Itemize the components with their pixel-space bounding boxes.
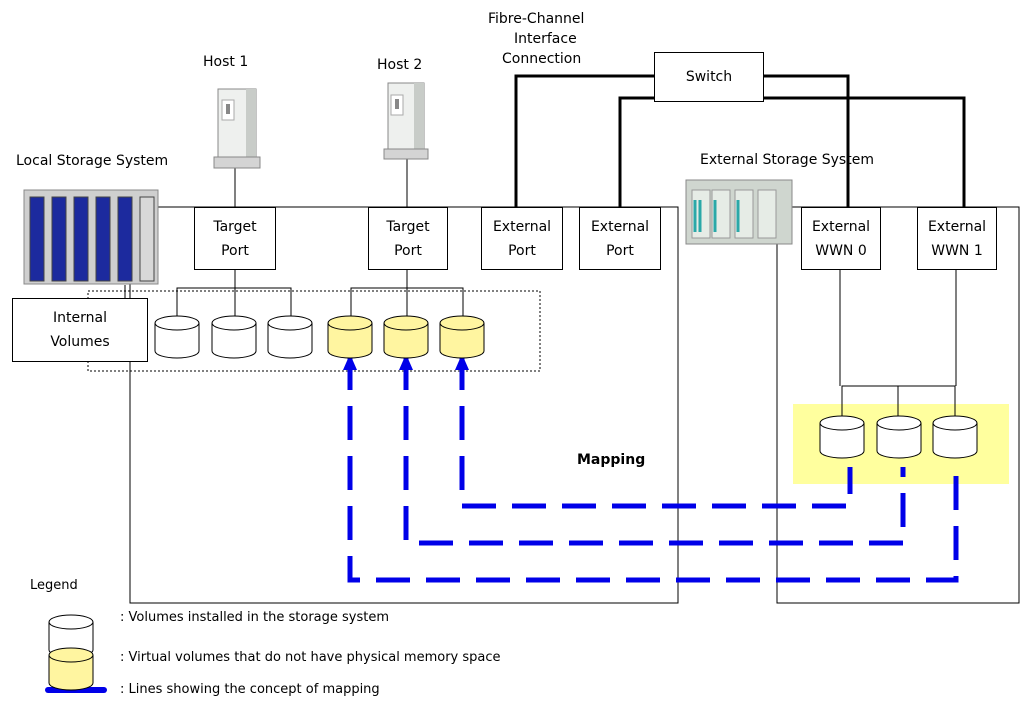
internal-volume-1 — [154, 315, 200, 359]
fibre-channel-label-1: Fibre-Channel — [488, 11, 585, 27]
external-storage-icon — [685, 179, 793, 245]
host2-server-icon — [383, 82, 429, 160]
internal-volumes-line2: Volumes — [50, 334, 110, 350]
switch-box: Switch — [654, 52, 764, 102]
host1-server-icon — [213, 88, 261, 169]
host2-label: Host 2 — [377, 57, 423, 73]
virtual-volume-2 — [383, 315, 429, 359]
external-volume-3 — [932, 415, 978, 459]
host1-label: Host 1 — [203, 54, 249, 70]
port-line2: WWN 0 — [815, 242, 867, 259]
legend-item-virtual-volumes: : Virtual volumes that do not have physi… — [120, 650, 501, 665]
port-line2: Port — [508, 242, 536, 259]
external-volume-1 — [819, 415, 865, 459]
mapping-arrow-1 — [343, 354, 357, 370]
port-line1: External — [590, 218, 650, 235]
port-line2: Port — [606, 242, 634, 259]
port-line2: Port — [221, 242, 249, 259]
port-line2: Port — [394, 242, 422, 259]
port-line1: External — [927, 218, 987, 235]
port-line1: External — [811, 218, 871, 235]
internal-volume-2 — [211, 315, 257, 359]
port-line2: WWN 1 — [931, 242, 983, 259]
legend-title: Legend — [30, 578, 78, 593]
legend-item-volumes: : Volumes installed in the storage syste… — [120, 610, 390, 625]
fibre-channel-links — [514, 74, 966, 207]
port-line1: Target — [386, 218, 430, 235]
target-port-fanout — [176, 270, 464, 318]
virtual-volume-3 — [439, 315, 485, 359]
legend-virtual-volume-icon — [48, 647, 94, 691]
fibre-channel-label-2: Interface — [514, 31, 577, 47]
internal-volume-3 — [267, 315, 313, 359]
external-storage-label: External Storage System — [700, 152, 874, 168]
external-port-2: External Port — [579, 207, 661, 270]
mapping-arrow-3 — [455, 354, 469, 370]
external-wwn-0: External WWN 0 — [801, 207, 881, 270]
mapping-arrow-2 — [399, 354, 413, 370]
internal-volumes-box: Internal Volumes — [12, 298, 148, 362]
port-line1: External — [492, 218, 552, 235]
internal-volumes-line1: Internal — [53, 310, 107, 326]
mapping-label: Mapping — [577, 452, 646, 468]
local-storage-icon — [23, 189, 159, 285]
port-line1: Target — [213, 218, 257, 235]
external-storage-frame — [776, 206, 1020, 604]
mapping-lines — [347, 356, 959, 583]
wwn-fanout — [839, 270, 957, 418]
target-port-1: Target Port — [194, 207, 276, 270]
external-wwn-1: External WWN 1 — [917, 207, 997, 270]
legend-item-mapping-lines: : Lines showing the concept of mapping — [120, 682, 380, 697]
fibre-channel-label-3: Connection — [502, 51, 582, 67]
external-port-1: External Port — [481, 207, 563, 270]
external-volume-2 — [876, 415, 922, 459]
virtual-volume-1 — [327, 315, 373, 359]
local-storage-label: Local Storage System — [16, 153, 169, 169]
switch-label: Switch — [685, 69, 733, 85]
target-port-2: Target Port — [368, 207, 448, 270]
